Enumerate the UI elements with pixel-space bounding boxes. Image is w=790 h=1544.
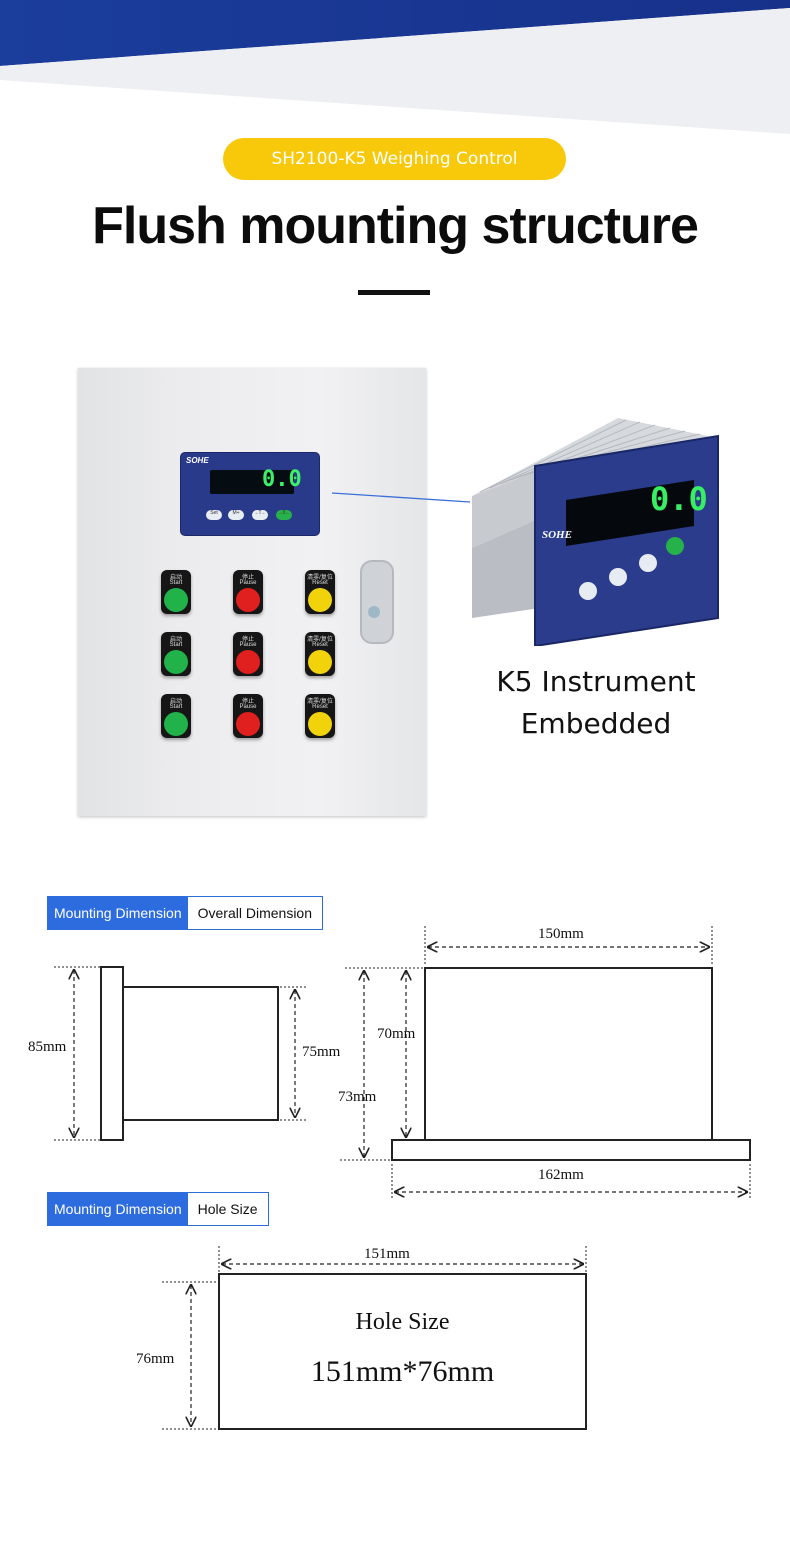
dim-side-height: 85mm [28, 1039, 67, 1055]
hole-size-drawing [162, 1246, 587, 1430]
control-label-cn: 清零/复位 [307, 637, 333, 643]
control-label-en: Start [169, 704, 183, 710]
overall-dimension-tag: Mounting Dimension Overall Dimension [47, 896, 323, 930]
panel-key-label: →T← [253, 510, 267, 516]
device-lcd-value: 0.0 [650, 480, 708, 518]
control-label-cn: 停止 [241, 699, 254, 705]
panel-key-set [206, 510, 222, 520]
panel-key-mplus [228, 510, 244, 520]
photo-caption-line2: Embedded [520, 707, 672, 740]
yellow-lamp-icon [308, 712, 332, 736]
yellow-lamp-icon [308, 650, 332, 674]
green-lamp-icon [164, 712, 188, 736]
control-label-en: Pause [239, 580, 257, 586]
tag-hole-size: Hole Size [187, 1193, 268, 1225]
red-lamp-icon [236, 588, 260, 612]
tag-overall-dimension: Overall Dimension [187, 897, 322, 929]
tag-mounting-dimension: Mounting Dimension [48, 1193, 188, 1225]
green-lamp-icon [164, 650, 188, 674]
dim-front-total-height: 73mm [338, 1089, 377, 1105]
control-label-cn: 清零/复位 [307, 575, 333, 581]
control-label-cn: 清零/复位 [307, 699, 333, 705]
product-pill: SH2100-K5 Weighing Control Instrument [223, 138, 566, 211]
overall-dimension-drawing [54, 926, 751, 1200]
dim-hole-height: 76mm [136, 1351, 175, 1367]
control-label-en: Reset [312, 642, 328, 648]
cabinet-lcd [210, 470, 294, 494]
control-label-cn: 启动 [169, 699, 182, 705]
dim-front-base-width: 162mm [538, 1167, 584, 1183]
control-label-cn: 停止 [241, 575, 254, 581]
control-label-en: Pause [239, 642, 257, 648]
control-label-en: Reset [312, 580, 328, 586]
dim-hole-width: 151mm [364, 1246, 410, 1262]
cabinet-handle [360, 560, 394, 644]
panel-key-zero [276, 510, 292, 520]
dim-front-width: 150mm [538, 926, 584, 942]
control-label-en: Start [169, 580, 183, 586]
cabinet-lcd-value: 0.0 [262, 467, 302, 492]
control-label-en: Pause [239, 704, 257, 710]
dim-side-body: 75mm [302, 1044, 341, 1060]
svg-text:SOHE: SOHE [542, 529, 572, 541]
panel-key-tare [252, 510, 268, 520]
control-label-en: Start [169, 642, 183, 648]
dim-front-body-height: 70mm [377, 1026, 416, 1042]
control-label-en: Reset [312, 704, 328, 710]
lock-icon [368, 606, 380, 618]
page-title: Flush mounting structure [92, 197, 699, 255]
hole-box-title: Hole Size [355, 1309, 450, 1335]
control-label-cn: 启动 [169, 637, 182, 643]
panel-key-label: →0← [277, 510, 291, 516]
header-band [0, 0, 790, 134]
control-label-cn: 停止 [241, 637, 254, 643]
title-underline [358, 290, 430, 295]
callout-line [331, 492, 471, 503]
red-lamp-icon [236, 650, 260, 674]
hole-size-tag: Mounting Dimension Hole Size [47, 1192, 269, 1226]
hole-box-value: 151mm*76mm [310, 1355, 495, 1388]
green-lamp-icon [164, 588, 188, 612]
k5-instrument-photo: SOHE [472, 418, 719, 646]
yellow-lamp-icon [308, 588, 332, 612]
panel-key-label: Set [210, 510, 218, 516]
panel-key-label: M+ [232, 510, 240, 516]
red-lamp-icon [236, 712, 260, 736]
cabinet-instrument-panel [180, 452, 320, 536]
tag-mounting-dimension: Mounting Dimension [48, 897, 188, 929]
control-label-cn: 启动 [169, 575, 182, 581]
photo-caption-line1: K5 Instrument [496, 665, 696, 698]
panel-logo: SOHE [186, 456, 209, 465]
